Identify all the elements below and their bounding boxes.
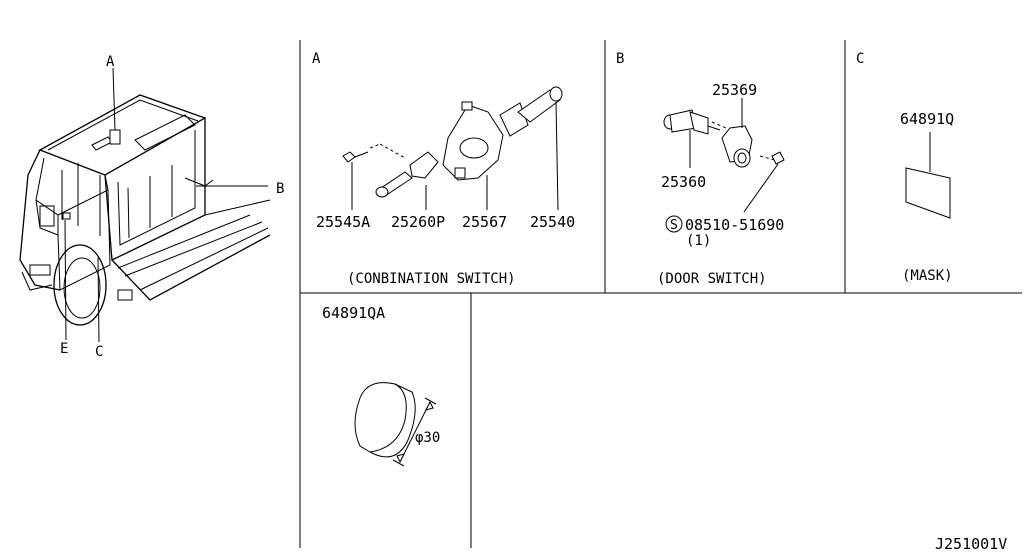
drawing-code: J251001V	[935, 535, 1007, 553]
panel-b-letter: B	[616, 51, 624, 67]
callout-c: C	[95, 344, 103, 360]
part-64891qa: 64891QA	[322, 304, 385, 322]
round-mask-drawing	[354, 382, 437, 467]
mask-drawing	[905, 132, 951, 219]
panel-b-caption: (DOOR SWITCH)	[657, 271, 767, 287]
callout-e: E	[60, 341, 68, 357]
panel-a-letter: A	[312, 51, 321, 67]
panel-c-caption: (MASK)	[902, 268, 953, 284]
screw-quantity: (1)	[686, 233, 711, 249]
screw-symbol-circle	[665, 215, 683, 233]
part-25360: 25360	[661, 173, 706, 191]
panel-c-letter: C	[856, 51, 864, 67]
vehicle-illustration	[19, 67, 271, 343]
callout-a: A	[106, 54, 115, 70]
part-08510-51690: 08510-51690	[685, 216, 784, 234]
part-25260p: 25260P	[391, 213, 445, 231]
callout-b: B	[276, 181, 284, 197]
combination-switch-drawing	[342, 86, 563, 211]
door-switch-drawing	[663, 98, 785, 213]
part-25567: 25567	[462, 213, 507, 231]
panel-borders	[299, 40, 1022, 548]
part-25545a: 25545A	[316, 213, 370, 231]
screw-symbol: S	[670, 218, 678, 233]
diameter-label: φ30	[415, 430, 440, 446]
part-25540: 25540	[530, 213, 575, 231]
part-64891q: 64891Q	[900, 110, 954, 128]
part-25369: 25369	[712, 81, 757, 99]
panel-a-caption: (CONBINATION SWITCH)	[347, 271, 516, 287]
